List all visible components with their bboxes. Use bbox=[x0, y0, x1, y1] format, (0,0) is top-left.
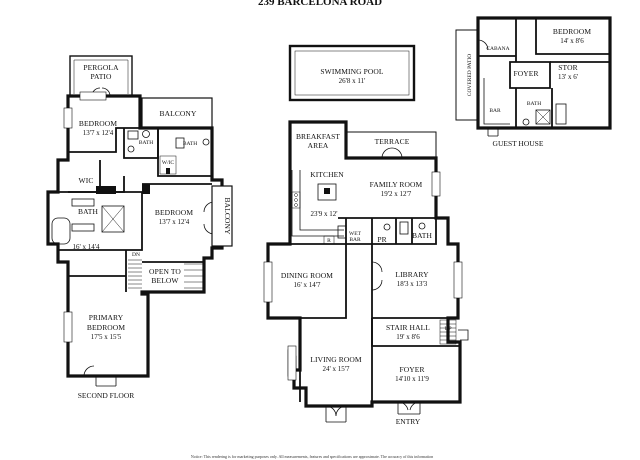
swimming-pool-outline bbox=[288, 44, 416, 102]
bedroom-a-dims: 13'7 x 12'4 bbox=[83, 129, 114, 137]
breakfast-label-1: BREAKFAST bbox=[296, 132, 340, 141]
patio-label: PATIO bbox=[90, 72, 112, 81]
breakfast-label-2: AREA bbox=[308, 141, 329, 150]
pergola-outline bbox=[69, 55, 133, 97]
stair-hall-label: STAIR HALL bbox=[386, 323, 430, 332]
guest-bar-label: BAR bbox=[489, 108, 501, 114]
primary-bedroom-dims: 17'5 x 15'5 bbox=[91, 333, 122, 341]
second-floor-caption: SECOND FLOOR bbox=[78, 391, 134, 400]
second-floor-outer-wall bbox=[46, 94, 224, 378]
cabana-label: CABANA bbox=[486, 46, 509, 52]
second-floor-plan: PERGOLA PATIO BALCONY BEDROOM 13'7 x 12'… bbox=[46, 55, 233, 400]
entry-label: ENTRY bbox=[396, 417, 421, 426]
bath-1-label: BATH bbox=[139, 140, 153, 146]
fridge-label: R bbox=[327, 238, 331, 244]
pool-dims: 26'8 x 11' bbox=[339, 77, 366, 85]
foyer-dims: 14'10 x 11'9 bbox=[395, 375, 429, 383]
below-label: BELOW bbox=[151, 276, 179, 285]
stair-hall-dims: 19' x 8'6 bbox=[396, 333, 420, 341]
kitchen-label: KITCHEN bbox=[310, 170, 344, 179]
dining-room-dims: 16' x 14'7 bbox=[293, 281, 321, 289]
library-dims: 18'3 x 13'3 bbox=[397, 280, 428, 288]
wic-2-label: WIC bbox=[79, 176, 94, 185]
family-room-dims: 19'2 x 12'7 bbox=[381, 190, 412, 198]
guest-foyer-label: FOYER bbox=[513, 69, 538, 78]
pergola-label: PERGOLA bbox=[83, 63, 119, 72]
balcony-top-outline bbox=[141, 97, 213, 129]
dining-room-label: DINING ROOM bbox=[281, 271, 333, 280]
pool-label: SWIMMING POOL bbox=[320, 67, 383, 76]
first-floor-outer-wall bbox=[266, 120, 462, 408]
bath-3-dims: 16' x 14'4 bbox=[72, 243, 100, 251]
guest-stor-dims: 13' x 6' bbox=[558, 73, 578, 81]
bedroom-a-label: BEDROOM bbox=[79, 119, 117, 128]
up-label: UP bbox=[444, 326, 451, 332]
library-label: LIBRARY bbox=[395, 270, 429, 279]
bath-label: BATH bbox=[412, 231, 432, 240]
marketing-notice: Notice: This rendering is for marketing … bbox=[191, 454, 433, 460]
open-to-label: OPEN TO bbox=[149, 267, 181, 276]
family-room-label: FAMILY ROOM bbox=[370, 180, 423, 189]
guest-bedroom-label: BEDROOM bbox=[553, 27, 591, 36]
guest-house-outer-wall bbox=[476, 16, 612, 130]
wet-bar-label-2: BAR bbox=[349, 237, 361, 243]
second-floor-dn-label: DN bbox=[132, 252, 140, 258]
bedroom-b-label: BEDROOM bbox=[155, 208, 193, 217]
balcony-top-label: BALCONY bbox=[160, 109, 197, 118]
wic-1-label: W/IC bbox=[162, 160, 175, 166]
guest-house-plan: COVERED PATIO CABANA BEDROOM 14' x 8'6 F… bbox=[455, 16, 612, 148]
balcony-side-label: BALCONY bbox=[223, 198, 232, 235]
covered-patio-label: COVERED PATIO bbox=[467, 54, 473, 96]
guest-stor-label: STOR bbox=[558, 63, 577, 72]
wet-bar-label-1: WET bbox=[349, 231, 362, 237]
primary-bedroom-label-2: BEDROOM bbox=[87, 323, 125, 332]
bath-3-label: BATH bbox=[78, 207, 98, 216]
first-floor-plan: SWIMMING POOL 26'8 x 11' TERRACE BREAKFA… bbox=[263, 44, 469, 426]
bedroom-b-dims: 13'7 x 12'4 bbox=[159, 218, 190, 226]
guest-house-caption: GUEST HOUSE bbox=[493, 139, 544, 148]
guest-bedroom-dims: 14' x 8'6 bbox=[560, 37, 584, 45]
foyer-label: FOYER bbox=[399, 365, 424, 374]
living-room-label: LIVING ROOM bbox=[310, 355, 362, 364]
plan-title: 239 BARCELONA ROAD bbox=[258, 0, 382, 8]
balcony-side-outline bbox=[211, 185, 233, 247]
guest-bath-label: BATH bbox=[527, 101, 541, 107]
terrace-outline bbox=[345, 131, 437, 159]
living-room-dims: 24' x 15'7 bbox=[322, 365, 350, 373]
terrace-label: TERRACE bbox=[375, 137, 410, 146]
pr-label: PR bbox=[377, 235, 386, 244]
kitchen-dims: 23'9 x 12' bbox=[310, 210, 337, 218]
primary-bedroom-label-1: PRIMARY bbox=[89, 313, 124, 322]
bath-2-label: BATH bbox=[183, 141, 197, 147]
